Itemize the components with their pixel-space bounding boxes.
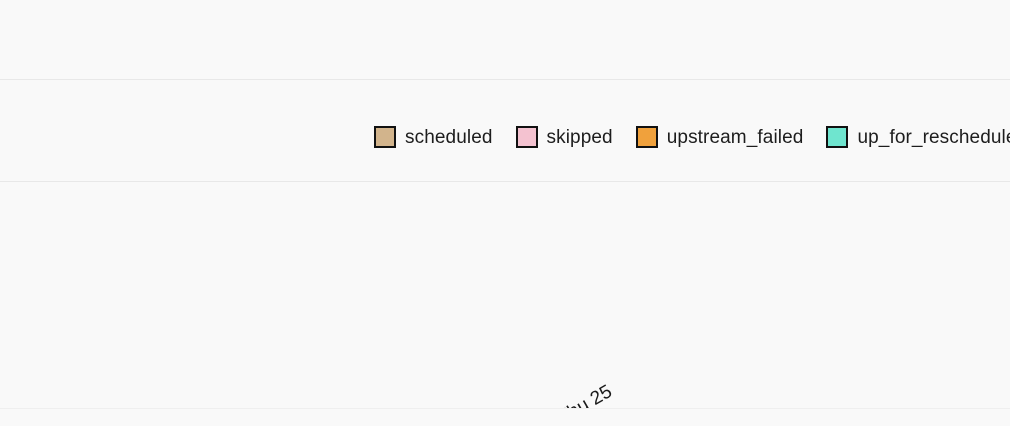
legend-item-up-for-reschedule[interactable]: up_for_reschedule: [826, 126, 1010, 148]
legend-swatch-skipped-icon: [515, 126, 538, 148]
divider-bottom: [0, 408, 1010, 409]
legend-swatch-upstream-failed-icon: [635, 126, 658, 148]
legend-label-upstream-failed: upstream_failed: [666, 126, 804, 148]
chart-plot-area: Thu 25: [0, 182, 1010, 408]
chart-legend: scheduled skipped upstream_failed up_for…: [374, 126, 1010, 148]
legend-item-scheduled[interactable]: scheduled: [374, 126, 493, 148]
top-toolbar-area: [0, 0, 1010, 79]
axis-tick-label-thu-25: Thu 25: [554, 381, 616, 408]
legend-item-skipped[interactable]: skipped: [515, 126, 613, 148]
legend-swatch-up-for-reschedule-icon: [826, 126, 849, 148]
legend-label-skipped: skipped: [546, 126, 613, 148]
legend-swatch-scheduled-icon: [374, 126, 396, 148]
legend-item-upstream-failed[interactable]: upstream_failed: [635, 126, 804, 148]
legend-label-up-for-reschedule: up_for_reschedule: [857, 126, 1010, 148]
divider-middle: [0, 181, 1010, 182]
divider-top: [0, 79, 1010, 80]
legend-label-scheduled: scheduled: [405, 126, 493, 148]
chart-legend-band: scheduled skipped upstream_failed up_for…: [0, 80, 1010, 181]
